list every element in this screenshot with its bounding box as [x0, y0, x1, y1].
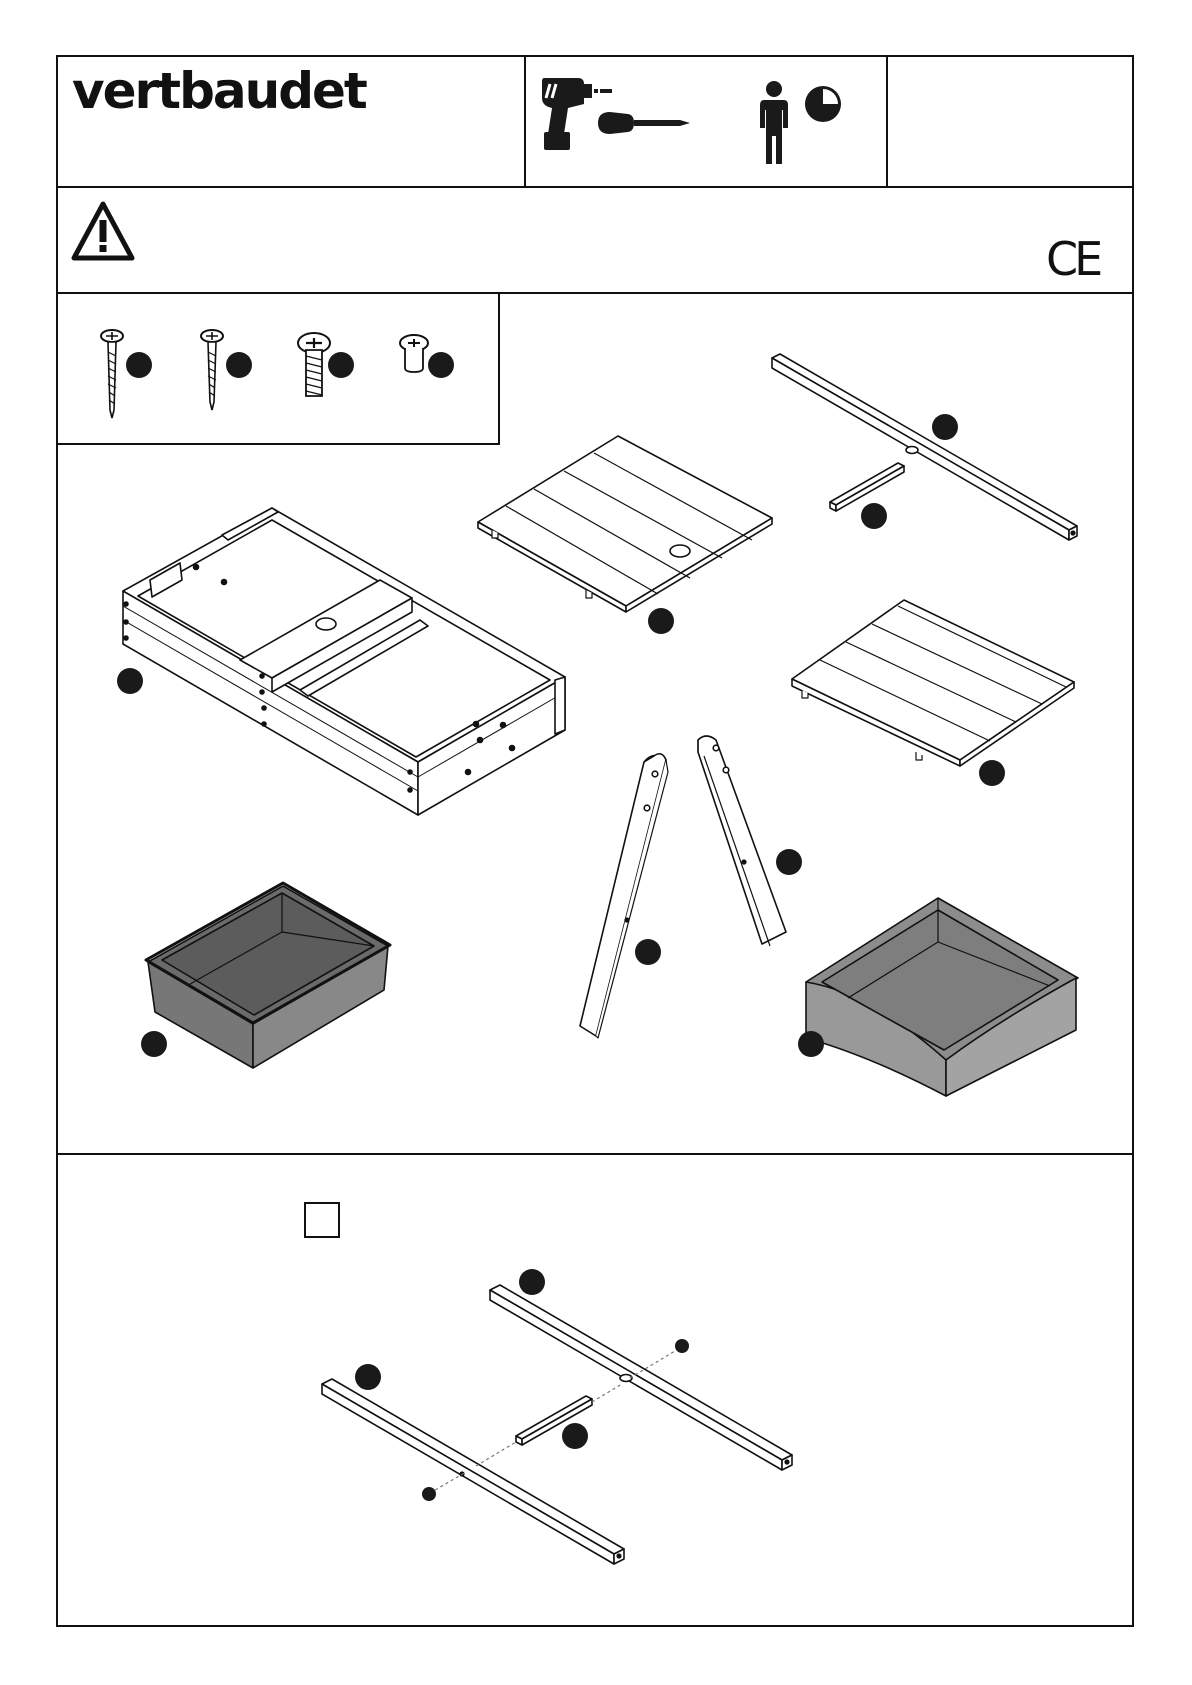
- badge-step-beam-a: [519, 1269, 545, 1295]
- bolt-a: [675, 1339, 689, 1353]
- badge-step-beam-b: [355, 1364, 381, 1390]
- bolt-b: [422, 1487, 436, 1501]
- badge-step-dowel: [562, 1423, 588, 1449]
- beam-a: [490, 1285, 792, 1470]
